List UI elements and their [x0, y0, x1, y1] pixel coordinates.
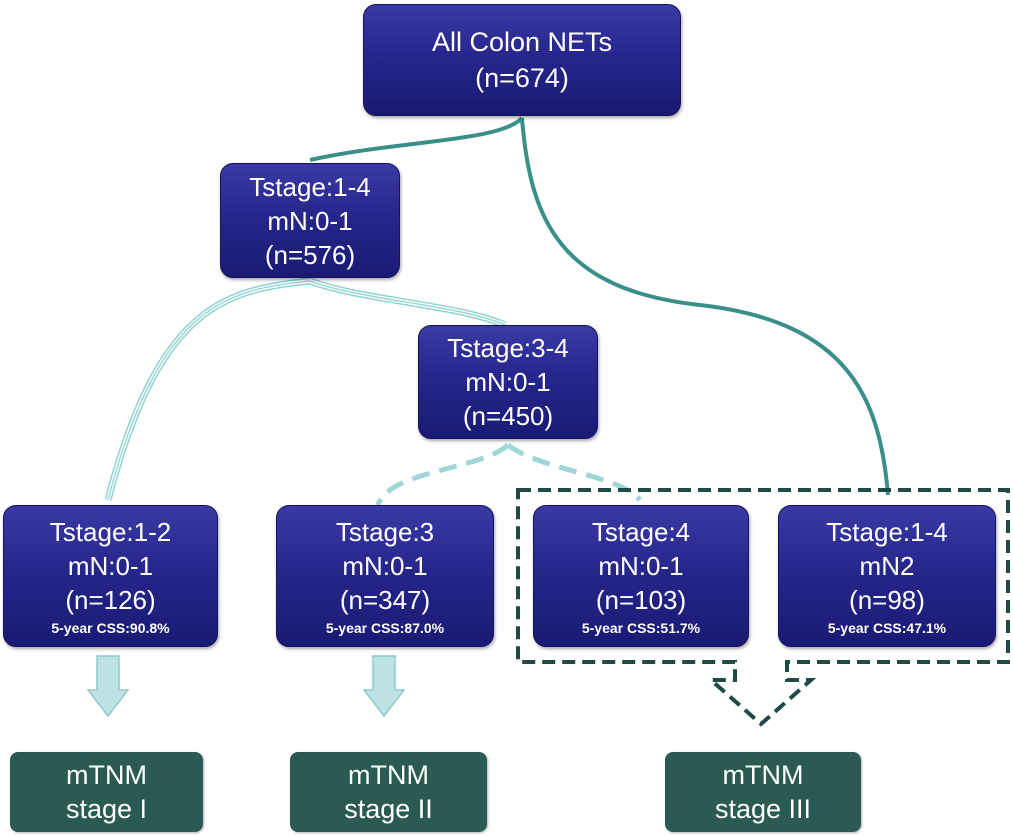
node-tstage: Tstage:3-4 — [447, 333, 569, 363]
leaf-css: 5-year CSS:87.0% — [325, 620, 445, 636]
node-count: (n=576) — [264, 239, 356, 270]
node-tstage: Tstage:1-4 — [249, 171, 371, 202]
node-mn: mN:0-1 — [465, 367, 551, 397]
leaf-tstage-1-2: Tstage:1-2 mN:0-1 (n=126) 5-year CSS:90.… — [3, 505, 218, 647]
leaf-css: 5-year CSS:90.8% — [51, 620, 170, 636]
root-node: All Colon NETs (n=674) — [363, 4, 681, 116]
stage-label: stage I — [65, 794, 148, 824]
leaf-css: 5-year CSS:51.7% — [581, 620, 701, 636]
branch-t14-to-t34 — [308, 277, 507, 329]
leaf-mn: mN:0-1 — [342, 551, 428, 581]
root-title: All Colon NETs — [431, 27, 613, 57]
stage-box-1: mTNM stage I — [10, 752, 203, 832]
arrow-to-stage-2-icon — [362, 655, 406, 718]
leaf-tstage-3: Tstage:3 mN:0-1 (n=347) 5-year CSS:87.0% — [276, 505, 494, 647]
root-count: (n=674) — [475, 63, 569, 93]
leaf-tstage: Tstage:1-4 — [826, 517, 948, 547]
node-count: (n=450) — [462, 401, 554, 431]
stage-box-2: mTNM stage II — [290, 752, 487, 832]
stage-system: mTNM — [722, 760, 804, 790]
leaf-tstage-4: Tstage:4 mN:0-1 (n=103) 5-year CSS:51.7% — [533, 505, 749, 647]
stage-label: stage III — [714, 794, 812, 824]
node-mn: mN:0-1 — [267, 205, 353, 236]
stage-label: stage II — [344, 794, 433, 824]
leaf-mn: mN:0-1 — [67, 551, 154, 581]
leaf-css: 5-year CSS:47.1% — [827, 620, 947, 636]
leaf-count: (n=103) — [595, 585, 687, 615]
leaf-tstage: Tstage:1-2 — [49, 517, 172, 547]
leaf-tstage: Tstage:4 — [591, 517, 691, 547]
branch-root-to-t14-mn2 — [520, 117, 890, 496]
stage-system: mTNM — [66, 760, 147, 790]
leaf-count: (n=347) — [339, 585, 431, 615]
stage-system: mTNM — [348, 760, 429, 790]
leaf-mn: mN2 — [859, 551, 915, 581]
leaf-tstage: Tstage:3 — [335, 517, 435, 547]
leaf-count: (n=98) — [849, 585, 925, 615]
leaf-count: (n=126) — [65, 585, 156, 615]
leaf-mn: mN:0-1 — [598, 551, 684, 581]
branch-root-to-t14-mn01 — [309, 116, 524, 162]
branch-t34-to-t3 — [375, 443, 510, 507]
leaf-tstage-1-4-mn2: Tstage:1-4 mN2 (n=98) 5-year CSS:47.1% — [778, 505, 996, 647]
node-tstage-3-4-mn-0-1: Tstage:3-4 mN:0-1 (n=450) — [418, 325, 598, 439]
arrow-to-stage-1-icon — [86, 655, 130, 718]
branch-t14-to-t12 — [104, 277, 311, 501]
node-tstage-1-4-mn-0-1: Tstage:1-4 mN:0-1 (n=576) — [220, 163, 400, 278]
stage-box-3: mTNM stage III — [665, 752, 861, 832]
branch-t34-to-t4 — [506, 442, 642, 502]
